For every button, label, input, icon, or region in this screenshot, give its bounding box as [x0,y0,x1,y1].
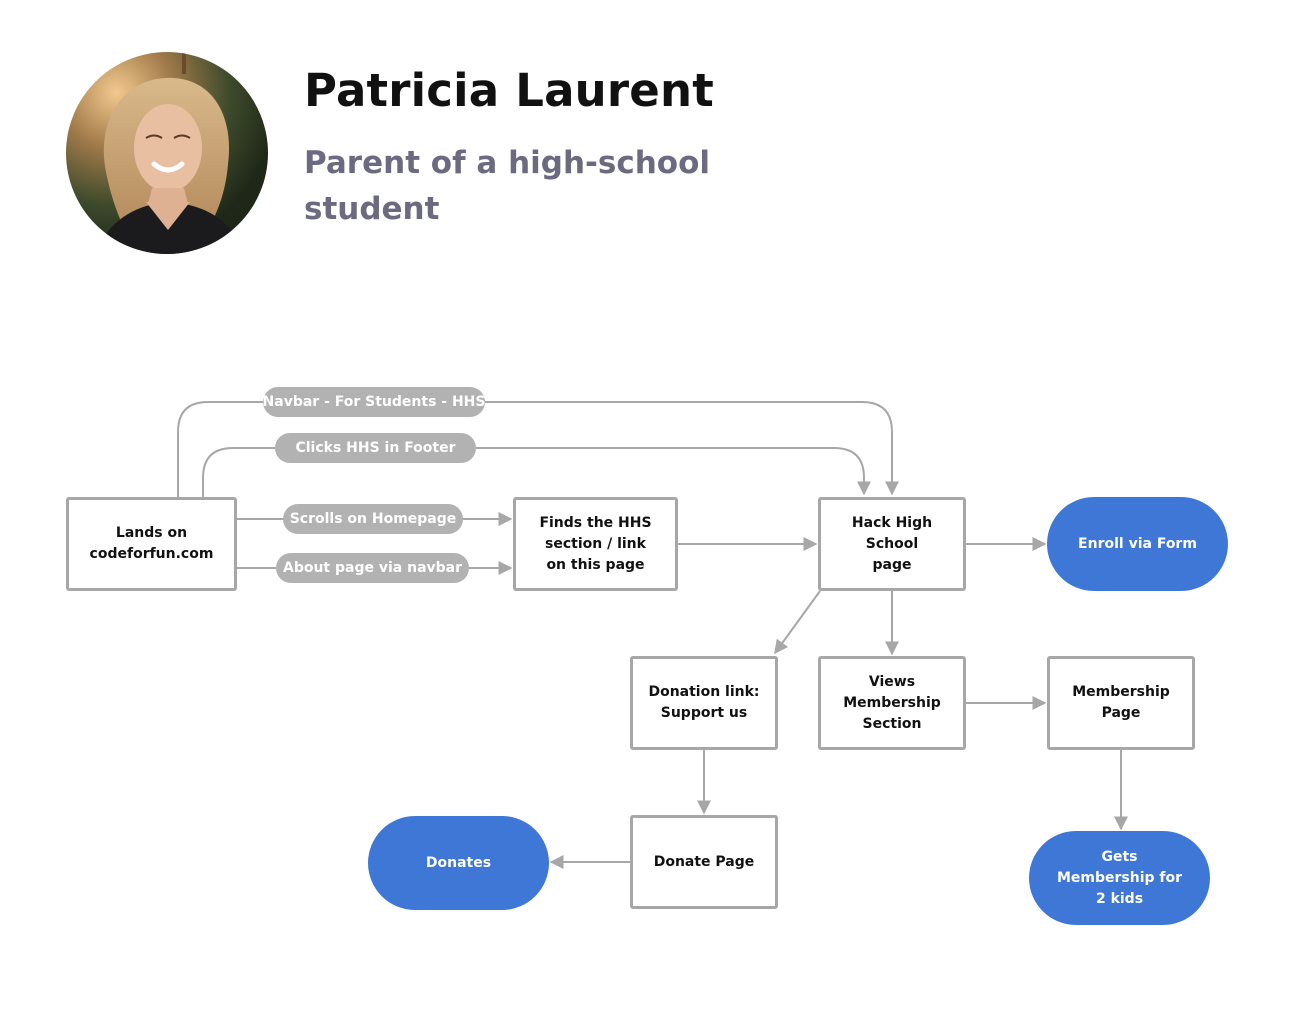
node-label: Donation link: Support us [648,684,760,721]
node-lands-on-site: Lands on codeforfun.com [66,497,237,591]
node-donation-link: Donation link: Support us [630,656,778,750]
node-membership-page: Membership Page [1047,656,1195,750]
node-label: Hack High School page [851,514,933,573]
node-donate-page: Donate Page [630,815,778,909]
terminal-donates: Donates [368,816,549,910]
node-label: Views Membership Section [843,673,941,732]
edge-label-about: About page via navbar [276,553,469,583]
edge-hack-donation [774,590,821,655]
persona-role: Parent of a high-school student [304,145,711,227]
edge-navbar-hhs [177,401,899,497]
node-label: Lands on codeforfun.com [89,525,214,562]
node-views-membership: Views Membership Section [818,656,966,750]
node-hack-high-school: Hack High School page [818,497,966,591]
node-label: Membership Page [1072,684,1170,721]
edge-label-navbar-hhs: Navbar - For Students - HHS [263,387,485,417]
persona-name: Patricia Laurent [304,64,714,117]
terminal-enroll: Enroll via Form [1047,497,1228,591]
node-label: Donate Page [653,853,755,870]
edge-label-footer-hhs: Clicks HHS in Footer [275,433,476,463]
persona-avatar [66,52,268,254]
edge-footer-hhs [202,447,871,497]
node-label: Finds the HHS section / link on this pag… [539,514,652,573]
terminal-gets-membership: Gets Membership for 2 kids [1029,831,1210,925]
node-finds-hhs: Finds the HHS section / link on this pag… [513,497,678,591]
edge-label-scrolls: Scrolls on Homepage [283,504,463,534]
